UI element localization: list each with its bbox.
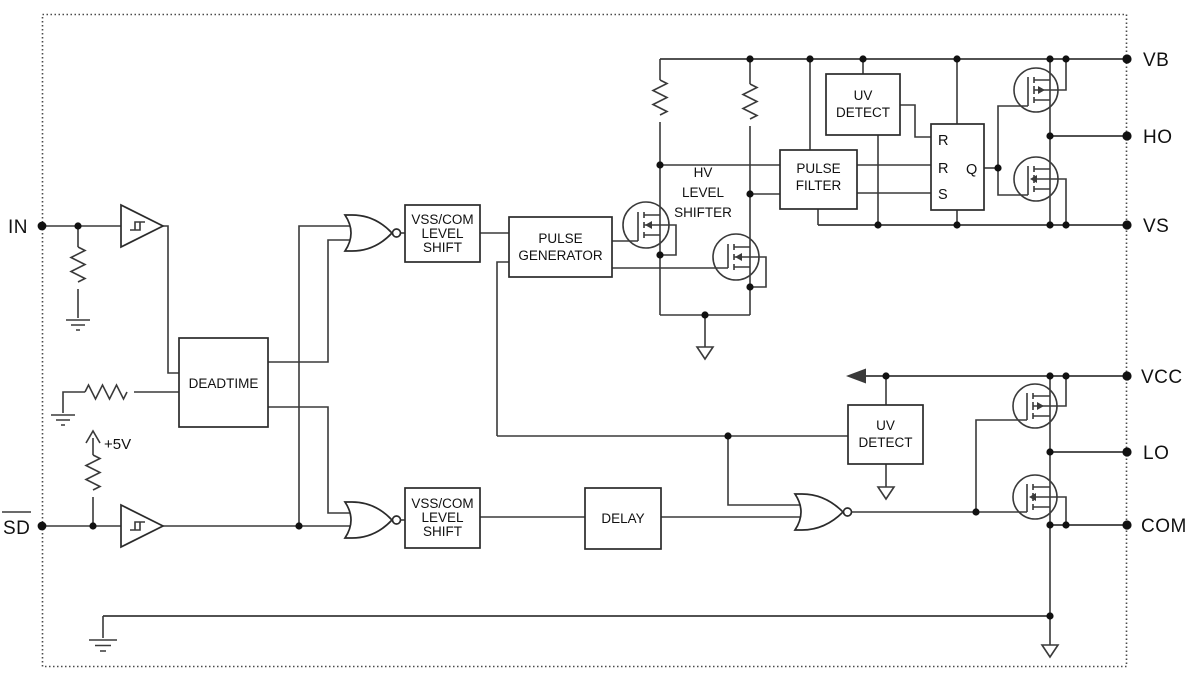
hv-annot-line3: SHIFTER [674,205,732,220]
pf-line1: PULSE [796,161,840,176]
block-uv-detect-low: UV DETECT [847,404,924,465]
mosfet-hv-left [622,201,677,256]
wire-gate-bus-up [975,419,1027,512]
pin-in: IN [8,217,28,238]
mosfet-ls-lower [1012,474,1058,520]
block-rs-latch: R R S Q [930,123,985,211]
wire-ls1-hook [1050,376,1067,407]
earth-ground-deadtime [51,414,75,426]
uvh-line2: DETECT [836,105,890,120]
earth-ground-bottom [89,639,117,652]
wire-q-to-hsgate2 [997,168,1028,196]
hysteresis-icon [130,221,145,231]
block-uv-detect-high: UV DETECT [825,73,901,136]
vss-bot-line3: SHIFT [423,524,462,539]
wire-ls2-hook [1050,496,1067,525]
mosfet-hs-upper [1013,67,1059,113]
wire-pg-enable [496,261,509,436]
uvl-line1: UV [876,418,895,433]
wire-hs1-hook [1050,59,1067,91]
pin-com-label: COM [1141,516,1187,537]
pg-line1: PULSE [538,231,582,246]
earth-ground-in [66,319,90,331]
resistor-deadtime [84,383,128,401]
vss-bot-line2: LEVEL [421,510,464,525]
hv-annot-line1: HV [694,165,713,180]
block-deadtime: DEADTIME [178,337,269,428]
mosfet-hs-lower [1013,156,1059,202]
vcc-left-arrow [846,368,866,384]
nor-gate-lo-driver [793,493,853,531]
mosfet-ls-upper [1012,383,1058,429]
pg-line2: GENERATOR [518,248,603,263]
pin-vb: VB [1143,50,1169,71]
wire-uvh-to-latch [900,104,931,138]
pin-vs: VS [1143,216,1169,237]
pin-lo: LO [1143,443,1169,464]
pin-vs-label: VS [1143,216,1169,237]
wire-dt-out-bottom [268,406,352,514]
schmitt-buffer-sd [120,503,165,549]
pin-ho: HO [1143,127,1173,148]
block-vss-shift-top: VSS/COM LEVEL SHIFT [404,204,481,263]
block-delay: DELAY [584,487,662,550]
arrow-ground-hv [695,346,715,361]
vss-top-line1: VSS/COM [411,212,473,227]
nor-gate-low [343,501,402,539]
resistor-in-pulldown [69,246,87,283]
pin-vcc: VCC [1141,367,1183,388]
vss-top-line3: SHIFT [423,240,462,255]
wire-uv-to-nor3 [727,436,802,506]
hysteresis-icon [130,521,145,531]
wire-dt-res-gnd [62,391,85,413]
vss-bot-line1: VSS/COM [411,496,473,511]
block-pulse-filter: PULSE FILTER [779,149,858,210]
mosfet-hv-right [712,233,767,288]
resistor-hv-right [741,83,759,120]
pin-lo-label: LO [1143,443,1169,464]
wire-buffer-to-deadtime [163,225,179,374]
block-pulse-generator: PULSE GENERATOR [508,216,613,278]
arrow-ground-com [1040,644,1060,659]
wire-q-to-hsgate1 [997,105,1028,168]
latch-r1-label: R [938,133,948,149]
supply-5v-arrow [85,429,101,444]
block-vss-shift-bottom: VSS/COM LEVEL SHIFT [404,487,481,549]
delay-label: DELAY [601,511,644,526]
pin-sd-label: SD [3,518,30,539]
uvh-line1: UV [854,88,873,103]
wire-dt-out-top [268,239,352,363]
arrow-ground-uv-low [876,486,896,501]
pin-vcc-label: VCC [1141,367,1183,388]
pin-com: COM [1141,516,1187,537]
schmitt-buffer-in [120,203,165,249]
supply-5v-label: +5V [104,436,131,453]
resistors [69,79,759,491]
hv-annot-line2: LEVEL [682,185,725,200]
ground-symbols [51,319,1060,659]
junction-dots [37,54,1132,620]
nor-gate-high [343,214,402,252]
resistor-hv-left [651,79,669,116]
wires [42,58,1127,645]
hv-level-shifter-annotation: HV LEVEL SHIFTER [674,165,732,220]
wire-hs2-hook [1050,178,1067,225]
vss-top-line2: LEVEL [421,226,464,241]
pin-in-label: IN [8,217,28,238]
latch-q-label: Q [966,162,977,178]
wire-sd-riser-to-nor1 [298,225,352,526]
uvl-line2: DETECT [859,435,913,450]
latch-r2-label: R [938,161,948,177]
latch-s-label: S [938,187,948,203]
pin-vb-label: VB [1143,50,1169,71]
pin-ho-label: HO [1143,127,1173,148]
pf-line2: FILTER [796,178,842,193]
resistor-sd-pullup [84,454,102,491]
pin-sd: SD [2,511,31,539]
deadtime-label: DEADTIME [189,376,259,391]
